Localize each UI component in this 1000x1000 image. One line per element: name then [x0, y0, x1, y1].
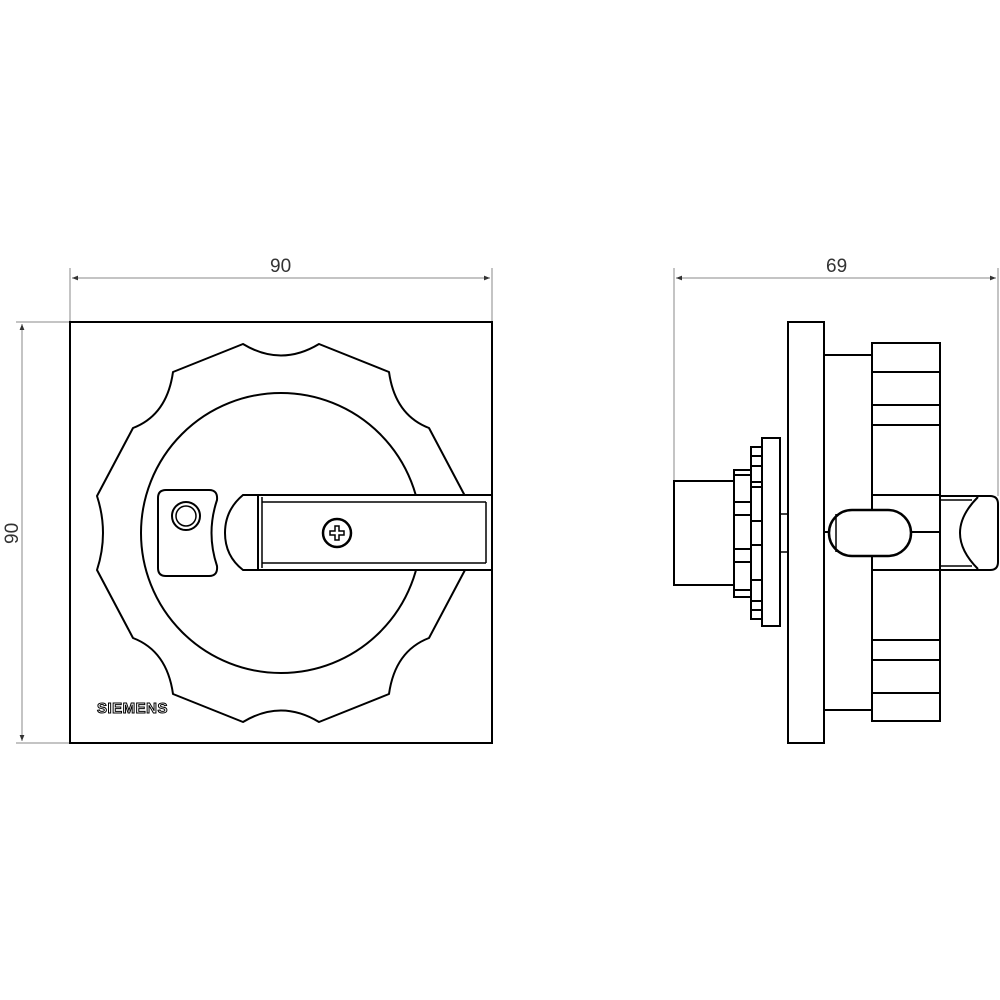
handle-end-cap — [223, 494, 261, 571]
padlock-hole-inner — [175, 505, 197, 527]
siemens-logo: SIEMENS — [96, 700, 169, 718]
handle-grip-side — [939, 495, 999, 571]
handle-bar — [257, 494, 493, 571]
shaft-coupling — [673, 480, 735, 586]
height-dimension — [16, 321, 70, 744]
gear-ring-inner — [750, 446, 763, 620]
front-plate-side — [787, 321, 825, 744]
front-view — [16, 268, 493, 744]
front-width-label: 90 — [270, 256, 292, 277]
front-height-label: 90 — [2, 522, 23, 544]
gear-ring-outer — [733, 469, 752, 598]
phillips-screw-icon — [321, 517, 353, 549]
width-dimension — [69, 268, 493, 322]
side-depth-label: 69 — [826, 256, 848, 277]
flange-plate — [761, 437, 781, 627]
scalloped-knob — [96, 343, 466, 723]
side-view — [673, 268, 999, 744]
shaft-neck — [779, 513, 789, 553]
depth-dimension — [673, 268, 999, 496]
lock-tab-side — [827, 508, 913, 558]
padlock-hole-outer — [171, 501, 201, 531]
